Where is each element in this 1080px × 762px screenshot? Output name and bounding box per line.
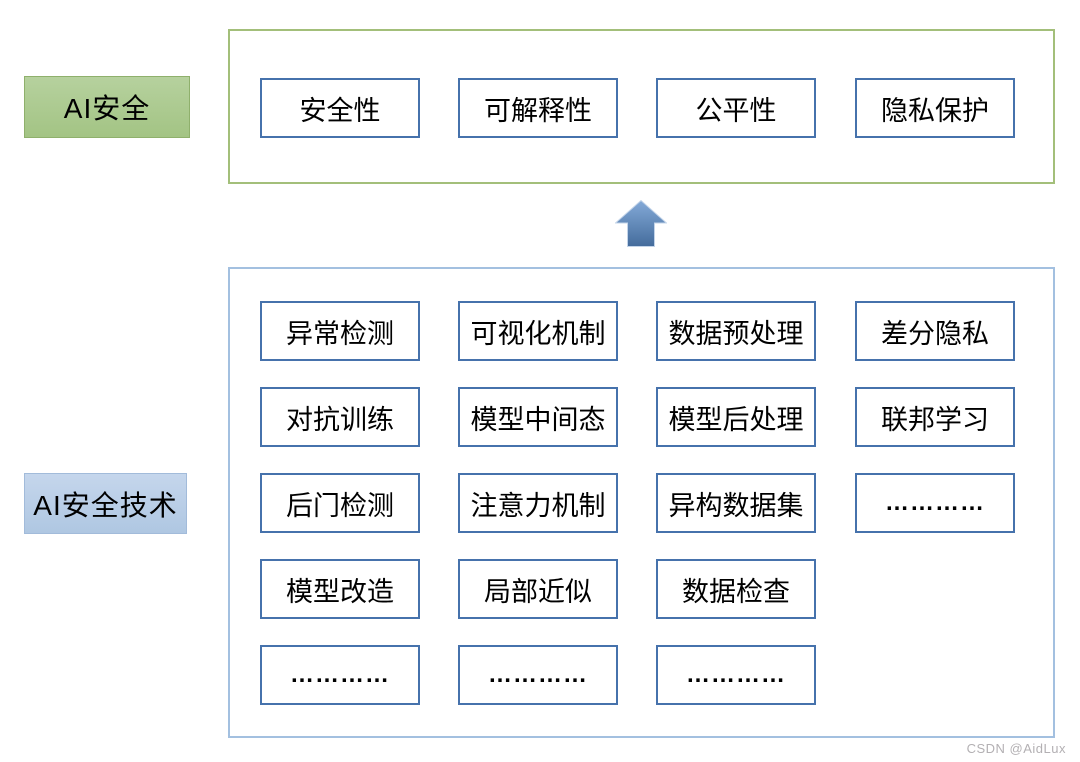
ai-safety-tech-label: AI安全技术: [24, 473, 187, 534]
box-model-intermediate-state: 模型中间态: [458, 387, 618, 447]
ai-safety-group: 安全性 可解释性 公平性 隐私保护: [228, 29, 1055, 184]
box-differential-privacy: 差分隐私: [855, 301, 1015, 361]
box-federated-learning: 联邦学习: [855, 387, 1015, 447]
box-adversarial-training: 对抗训练: [260, 387, 420, 447]
watermark: CSDN @AidLux: [966, 741, 1066, 756]
box-heterogeneous-dataset: 异构数据集: [656, 473, 816, 533]
box-backdoor-detection: 后门检测: [260, 473, 420, 533]
box-model-modification: 模型改造: [260, 559, 420, 619]
box-ellipsis-fairness-more: …………: [656, 645, 816, 705]
box-anomaly-detection: 异常检测: [260, 301, 420, 361]
box-data-preprocessing: 数据预处理: [656, 301, 816, 361]
box-data-inspection: 数据检查: [656, 559, 816, 619]
box-ellipsis-safety-more: …………: [260, 645, 420, 705]
box-privacy-protection: 隐私保护: [855, 78, 1015, 138]
up-arrow-icon: [614, 199, 668, 247]
box-ellipsis-interpretability-more: …………: [458, 645, 618, 705]
box-ellipsis-privacy-more: …………: [855, 473, 1015, 533]
box-interpretability: 可解释性: [458, 78, 618, 138]
box-visualization-mechanism: 可视化机制: [458, 301, 618, 361]
ai-safety-label: AI安全: [24, 76, 190, 138]
box-fairness: 公平性: [656, 78, 816, 138]
box-safety: 安全性: [260, 78, 420, 138]
box-attention-mechanism: 注意力机制: [458, 473, 618, 533]
ai-safety-tech-group: 异常检测 可视化机制 数据预处理 差分隐私 对抗训练 模型中间态 模型后处理 联…: [228, 267, 1055, 738]
box-model-postprocessing: 模型后处理: [656, 387, 816, 447]
box-local-approximation: 局部近似: [458, 559, 618, 619]
